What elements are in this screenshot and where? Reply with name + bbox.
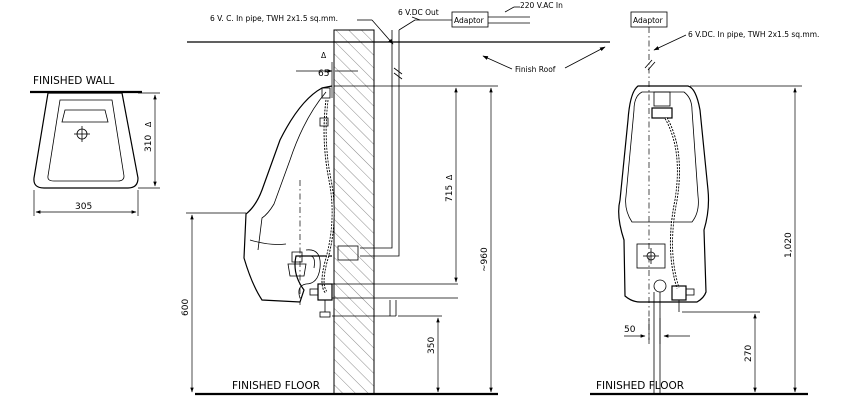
dim-50: 50: [624, 325, 636, 335]
conduit-inner: [360, 30, 400, 257]
dim-1020: 1,020: [784, 232, 794, 258]
urinal-side-inner: [257, 91, 327, 251]
sensor-unit-front: [653, 91, 671, 107]
urinal-top-outline: [33, 92, 139, 189]
finished-floor-label-left: FINISHED FLOOR: [232, 380, 320, 392]
top-view: FINISHED WALL 310 Δ 305: [30, 75, 160, 216]
adaptor-box-left: [451, 11, 489, 28]
dim-600: 600: [181, 299, 191, 316]
dim-960: ~960: [480, 247, 490, 272]
dim-715: 715: [445, 185, 455, 202]
dim-310-delta: Δ: [144, 121, 153, 127]
junction-box: [337, 245, 359, 261]
dim-715-delta: Δ: [445, 174, 454, 180]
dim-65: 65: [318, 69, 329, 79]
urinal-front-outline: [618, 85, 710, 303]
finish-roof-label: Finish Roof: [515, 65, 556, 74]
urinal-top-rim: [61, 109, 109, 123]
adaptor-label-left: Adaptor: [454, 16, 485, 25]
adaptor-label-right: Adaptor: [633, 16, 664, 25]
wall-section: [333, 29, 375, 395]
dim-310: 310: [144, 135, 154, 152]
dim-270: 270: [744, 345, 754, 362]
drain-square-front: [636, 243, 666, 269]
finished-wall-label: FINISHED WALL: [33, 75, 115, 87]
note-6vdc-in-pipe: 6 V.DC. In pipe, TWH 2x1.5 sq.mm.: [688, 30, 819, 39]
urinal-top-inner: [47, 99, 125, 182]
conduit-outer: [360, 30, 393, 249]
note-6vc-in-pipe: 6 V. C. In pipe, TWH 2x1.5 sq.mm.: [210, 14, 338, 23]
finished-floor-label-right: FINISHED FLOOR: [596, 380, 684, 392]
urinal-side-outline: [243, 85, 333, 303]
note-220vac-in: 220 V.AC In: [520, 1, 563, 10]
urinal-front-inner: [625, 91, 699, 223]
dim-350: 350: [427, 337, 437, 354]
dim-305: 305: [75, 202, 92, 212]
note-6vdc-out: 6 V.DC Out: [398, 8, 439, 17]
dim-65-delta: Δ: [321, 51, 327, 60]
front-view: FINISHED FLOOR Adaptor 6 V.DC. In pipe, …: [590, 11, 819, 396]
side-section: FINISHED FLOOR Adaptor 220 V.AC In 6 V.D…: [181, 1, 610, 396]
stop-valve-front: [671, 285, 687, 301]
sensor-unit-side: [321, 87, 331, 99]
